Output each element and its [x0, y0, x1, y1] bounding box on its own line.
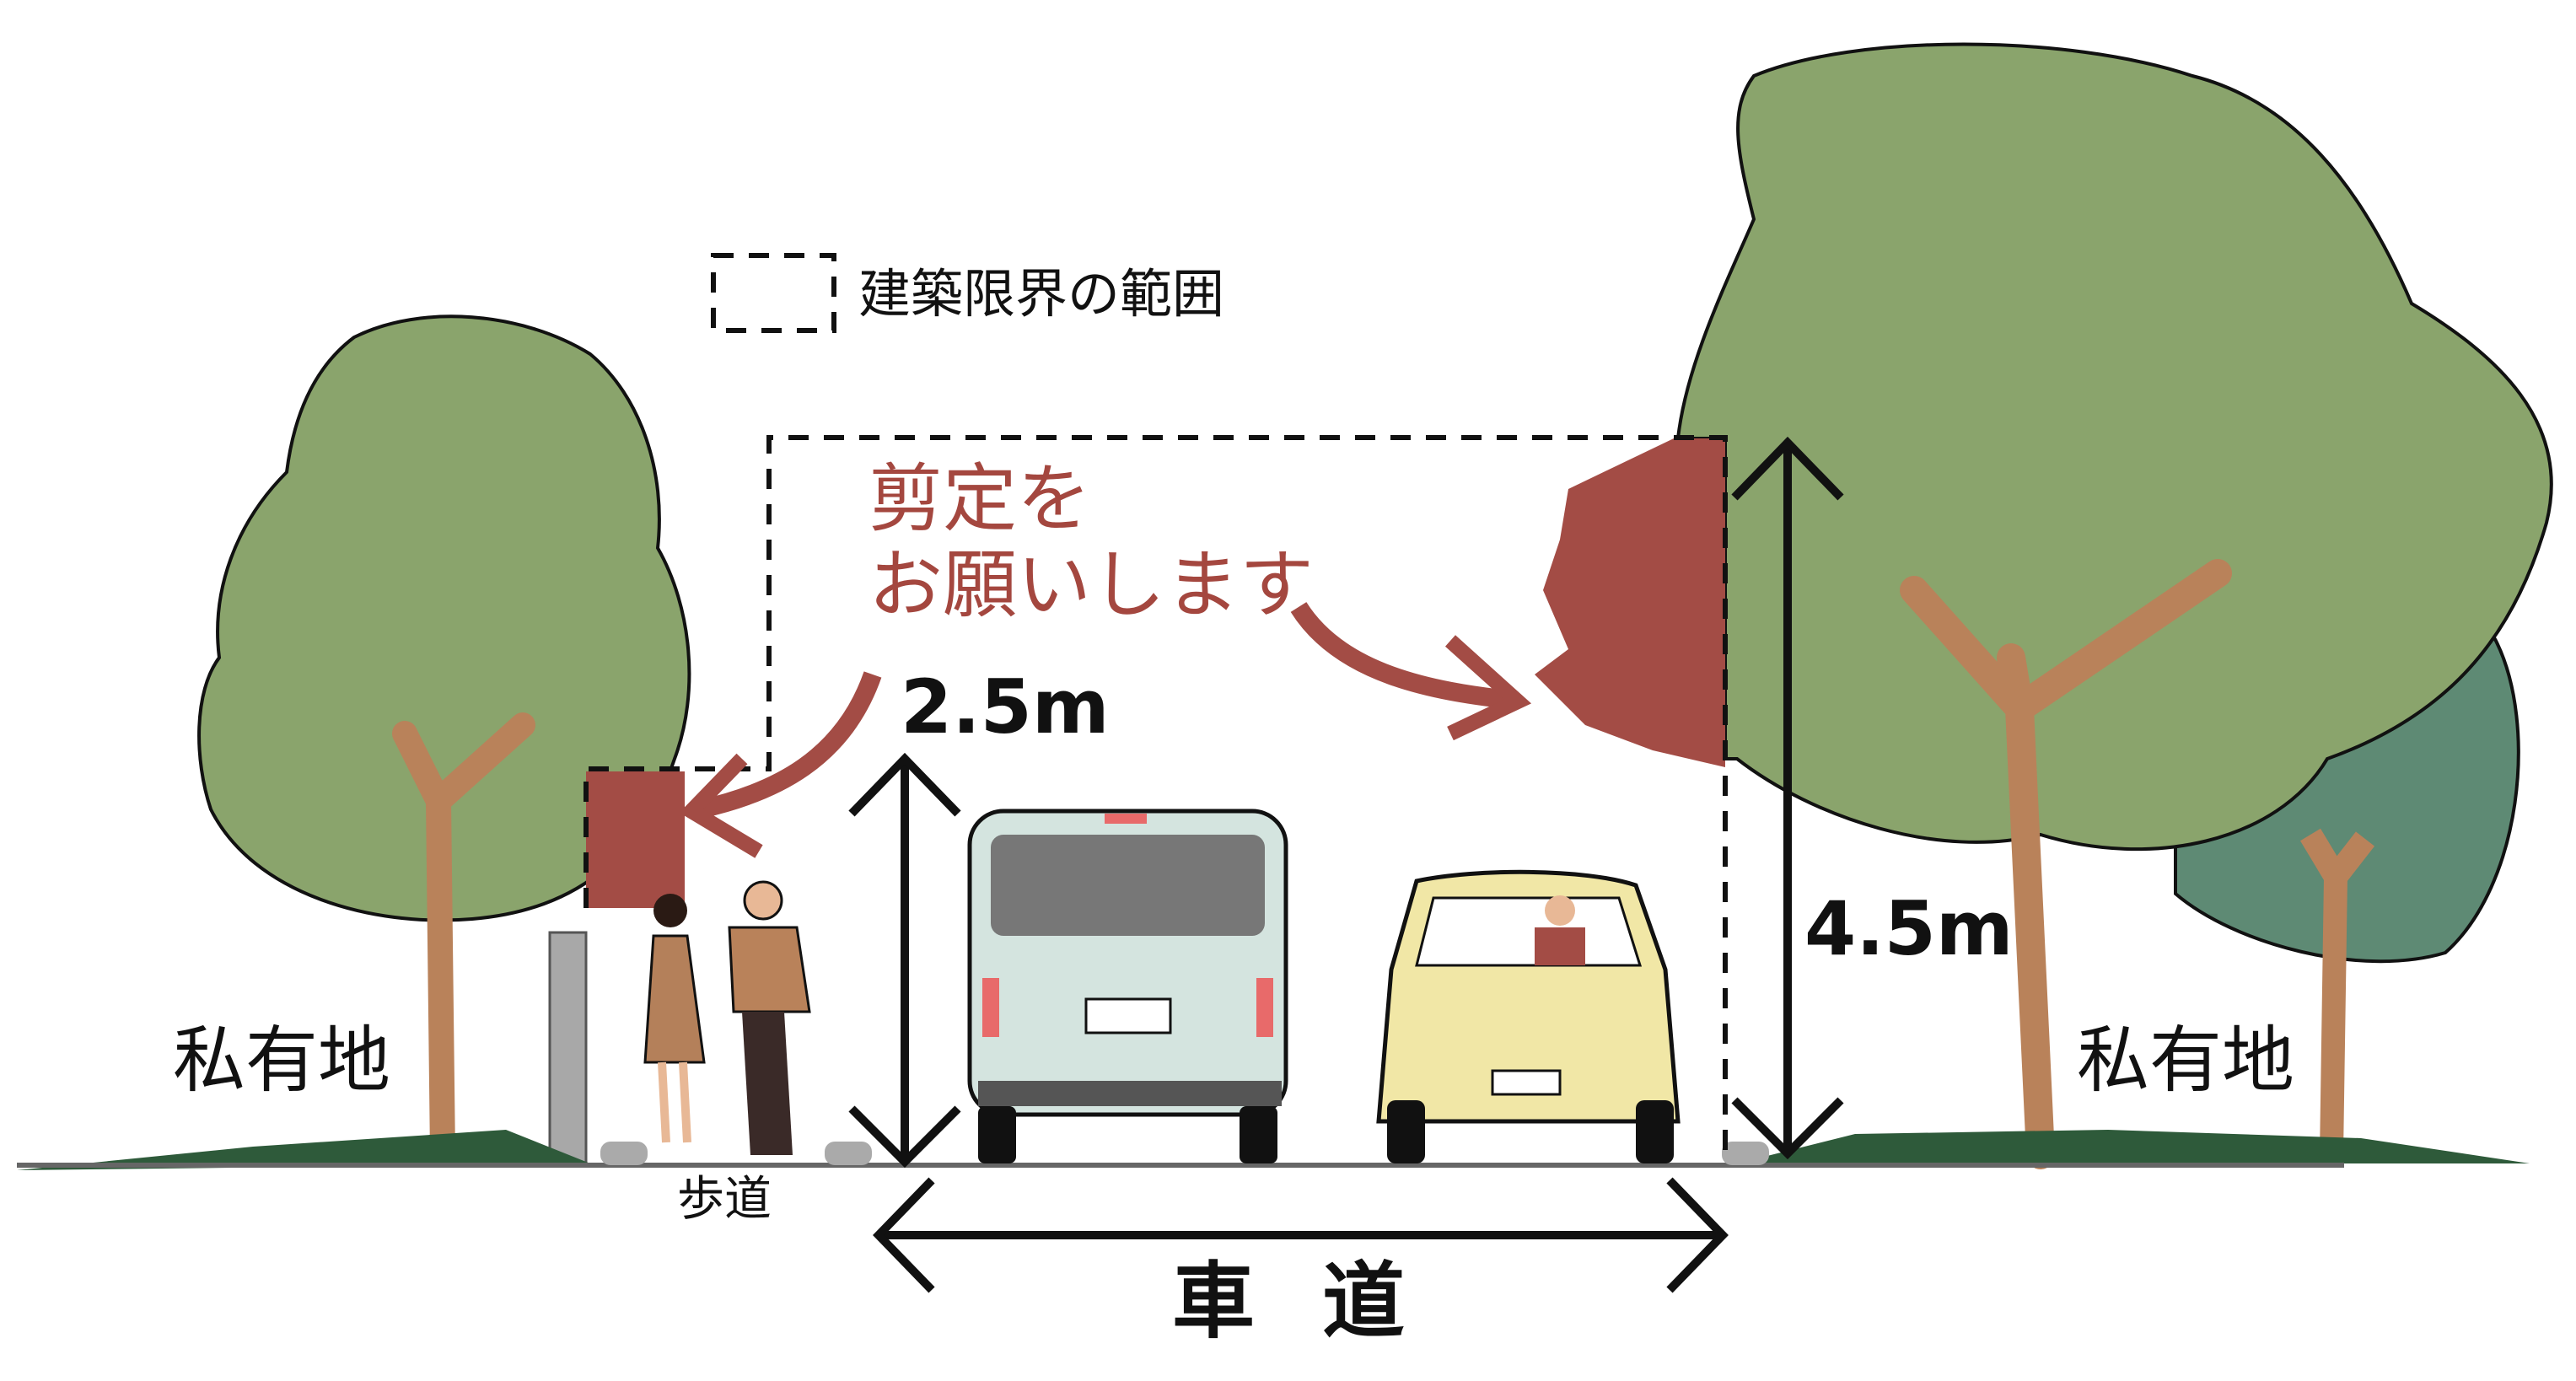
pedestrian-woman	[643, 894, 706, 1143]
curb	[825, 1142, 872, 1165]
grass	[17, 1130, 2530, 1170]
callout-line-2: お願いします	[869, 541, 1315, 628]
van	[967, 809, 1288, 1163]
left-tree-trunk	[392, 712, 535, 1168]
private-land-right-label: 私有地	[2077, 1018, 2294, 1103]
post	[548, 931, 588, 1165]
height-arrow-4-5m	[1731, 436, 1844, 1160]
sidewalk-height-label: 2.5m	[901, 664, 1110, 750]
pedestrian-man	[728, 880, 811, 1155]
left-tree-canopy	[197, 314, 691, 922]
roadway-height-label: 4.5m	[1804, 885, 2014, 972]
height-arrow-2-5m	[848, 752, 961, 1169]
left-callout-arrow	[697, 671, 882, 819]
right-trim-area	[1535, 438, 1725, 767]
roadway-label: 車道	[1172, 1254, 1473, 1350]
curb	[1722, 1142, 1769, 1165]
left-trim-area	[586, 771, 685, 908]
right-arrow-head	[1444, 635, 1532, 741]
legend-label: 建築限界の範囲	[858, 263, 1225, 325]
private-land-left-label: 私有地	[173, 1018, 390, 1103]
legend-dashed-box	[711, 253, 836, 333]
callout-line-1: 剪定を	[869, 455, 1092, 542]
car	[1376, 869, 1681, 1163]
sidewalk-label: 歩道	[677, 1172, 772, 1227]
clearance-outline	[583, 435, 1728, 1163]
right-tree-canopy	[1675, 42, 2553, 852]
roadway-width-arrow	[873, 1177, 1729, 1293]
left-arrow-head	[679, 753, 763, 858]
right-callout-arrow	[1290, 601, 1511, 709]
curb	[600, 1142, 648, 1165]
right-tree-trunk	[1900, 559, 2232, 1169]
